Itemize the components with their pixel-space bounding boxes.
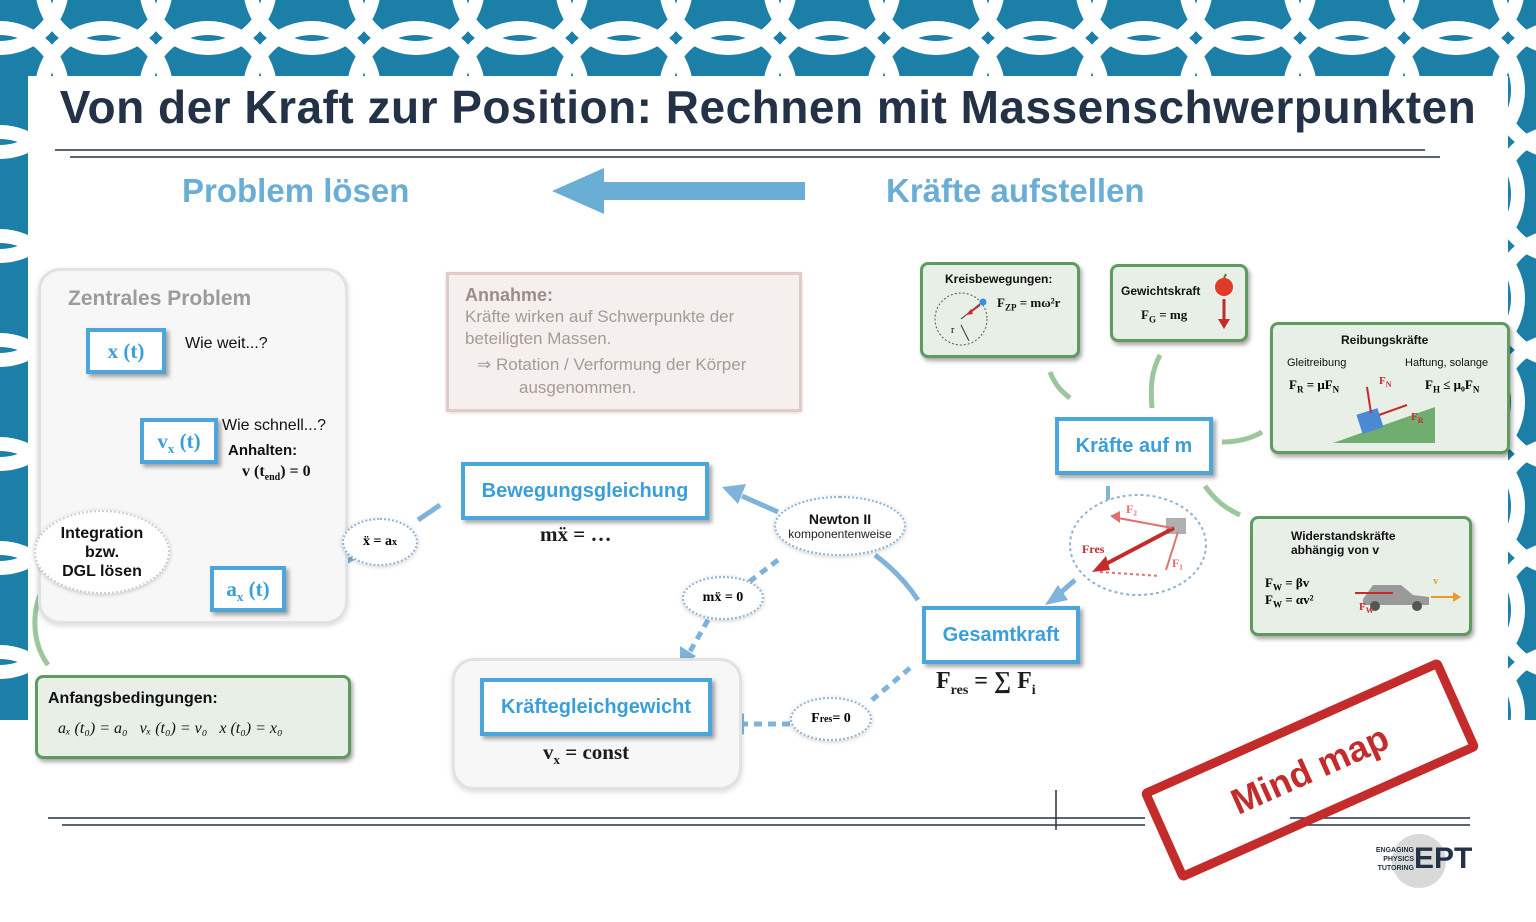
sliding-friction-label: Gleitreibung	[1287, 357, 1347, 369]
initial-conditions-formula: aₓ (t₀) = a₀ vₓ (t₀) = v₀ x (t₀) = x₀	[58, 720, 283, 737]
drag-force-label: FW	[1359, 601, 1374, 616]
inclined-plane-icon	[1333, 386, 1435, 443]
friction-card: Reibungskräfte Gleitreibung Haftung, sol…	[1270, 322, 1510, 454]
force-fres-label: Fres	[1082, 542, 1105, 556]
circular-formula: FZP = mω²r	[997, 295, 1061, 313]
drag-title: Widerstandskräfte	[1291, 529, 1396, 543]
force-diagram-icon	[1069, 494, 1207, 596]
force-f2-label: F₂	[1126, 502, 1137, 516]
net-force-box[interactable]: Gesamtkraft	[922, 606, 1080, 664]
weight-card: Gewichtskraft FG = mg	[1110, 264, 1248, 342]
position-box[interactable]: x (t)	[86, 328, 166, 374]
assumption-title: Annahme:	[465, 285, 554, 305]
right-heading: Kräfte aufstellen	[886, 172, 1145, 209]
apple-icon	[1215, 273, 1233, 329]
logo-circle	[1392, 834, 1446, 888]
integration-label: Integration bzw. DGL lösen	[60, 524, 144, 580]
initial-conditions-card: Anfangsbedingungen: aₓ (t₀) = a₀ vₓ (t₀)…	[35, 675, 351, 759]
drag-formula-quadratic: FW = αv²	[1265, 592, 1314, 610]
equilibrium-box[interactable]: Kräftegleichgewicht	[480, 678, 712, 736]
how-far-label: Wie weit...?	[185, 335, 268, 352]
drag-formula-linear: FW = βv	[1265, 575, 1310, 593]
assumption-line-3: ⇒ Rotation / Verformung der Körper	[477, 355, 747, 374]
initial-conditions-title: Anfangsbedingungen:	[48, 690, 218, 707]
central-problem-heading: Zentrales Problem	[68, 287, 252, 310]
mxdd-zero-bubble[interactable]: mẍ = 0	[682, 576, 764, 620]
drag-subtitle: abhängig von v	[1291, 543, 1380, 557]
equilibrium-formula: vx = const	[543, 740, 630, 768]
weight-title: Gewichtskraft	[1121, 284, 1201, 298]
sliding-friction-formula: FR = μFN	[1289, 377, 1340, 395]
stopping-formula: v (tend) = 0	[242, 463, 311, 484]
ept-logo: ENGAGING PHYSICS TUTORING EPT	[1364, 832, 1474, 888]
newton-title: Newton II	[808, 511, 872, 527]
circular-motion-card: Kreisbewegungen: r FZP = mω²r	[920, 262, 1080, 358]
acceleration-box[interactable]: ax (t)	[210, 566, 286, 612]
circular-motion-title: Kreisbewegungen:	[945, 272, 1053, 286]
drag-card: Widerstandskräfte abhängig von v FW = βv…	[1250, 516, 1472, 636]
forces-on-m-box[interactable]: Kräfte auf m	[1055, 417, 1213, 475]
static-friction-formula: FH ≤ μ₀FN	[1425, 377, 1480, 395]
logo-tagline: ENGAGING PHYSICS TUTORING	[1375, 847, 1414, 872]
left-heading: Problem lösen	[182, 172, 410, 209]
velocity-arrow-label: v	[1433, 575, 1439, 587]
assumption-line-2: beteiligten Massen.	[465, 329, 612, 348]
stopping-label: Anhalten:	[228, 442, 298, 459]
net-force-formula: Fres = ∑ Fi	[936, 668, 1036, 698]
friction-force-label: FR	[1411, 411, 1424, 426]
radius-label: r	[951, 325, 955, 336]
integration-bubble[interactable]: Integration bzw. DGL lösen	[34, 510, 170, 594]
newton-bubble[interactable]: Newton II komponentenweise	[774, 496, 906, 556]
static-friction-label: Haftung, solange	[1405, 357, 1489, 369]
circular-orbit-icon	[934, 292, 988, 346]
page-title: Von der Kraft zur Position: Rechnen mit …	[59, 81, 1477, 133]
assumption-box: Annahme: Kräfte wirken auf Schwerpunkte …	[446, 272, 802, 412]
force-f1-label: F₁	[1172, 556, 1183, 570]
direction-arrow-icon	[552, 168, 805, 214]
equation-of-motion-formula: mẍ = …	[540, 522, 612, 546]
logo-mark: EPT	[1414, 842, 1473, 875]
normal-force-label: FN	[1379, 375, 1392, 390]
assumption-line-4: ausgenommen.	[519, 378, 637, 397]
equation-of-motion-box[interactable]: Bewegungsgleichung	[461, 462, 709, 520]
car-icon	[1355, 585, 1461, 611]
friction-title: Reibungskräfte	[1341, 333, 1429, 347]
velocity-box[interactable]: vx (t)	[140, 418, 218, 464]
weight-formula: FG = mg	[1141, 307, 1188, 325]
newton-subtitle: komponentenweise	[788, 527, 892, 541]
how-fast-label: Wie schnell...?	[222, 417, 327, 434]
assumption-line-1: Kräfte wirken auf Schwerpunkte der	[465, 307, 735, 326]
